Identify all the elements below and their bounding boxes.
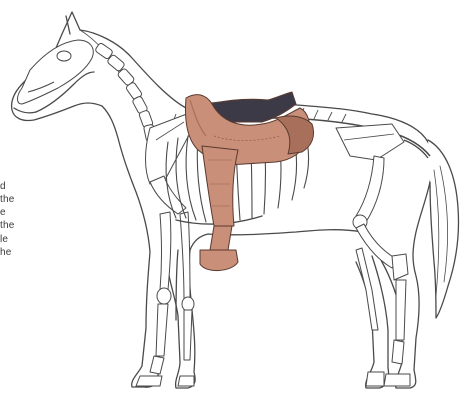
caption-line-3: e bbox=[0, 206, 6, 220]
caption-line-2: the bbox=[0, 193, 15, 207]
caption-line-1: d bbox=[0, 180, 6, 194]
caption-line-6: he bbox=[0, 246, 12, 260]
caption-line-5: le bbox=[0, 233, 8, 247]
caption-line-4: the bbox=[0, 219, 15, 233]
